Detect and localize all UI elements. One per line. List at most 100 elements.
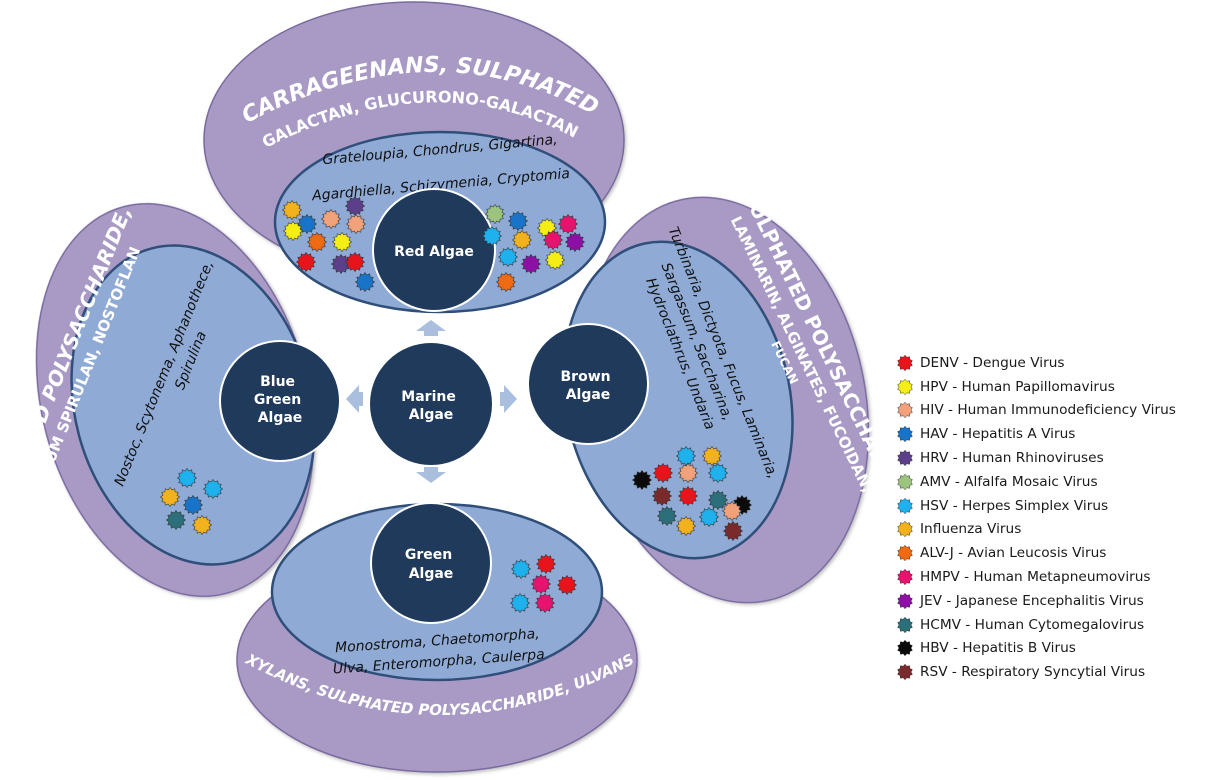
legend-item: HRV - Human Rhinoviruses — [897, 446, 1223, 470]
virus-particle-icon — [656, 505, 678, 527]
virus-particle-icon — [701, 445, 723, 467]
virus-swatch-icon — [897, 640, 913, 657]
brown-algae-virus-cluster — [631, 445, 753, 542]
virus-particle-icon — [535, 553, 557, 575]
virus-swatch-icon — [897, 402, 913, 419]
marine-algae-hub[interactable] — [368, 341, 494, 467]
virus-swatch-icon — [897, 616, 913, 633]
virus-swatch-icon — [897, 473, 913, 490]
brown-algae-title-line-2: Algae — [566, 387, 611, 403]
legend-label: HMPV - Human Metapneumovirus — [920, 569, 1151, 586]
legend-item: ALV-J - Avian Leucosis Virus — [897, 541, 1223, 565]
virus-swatch-icon — [897, 450, 913, 467]
virus-particle-icon — [534, 592, 556, 614]
virus-particle-icon — [509, 592, 531, 614]
brown-algae-group: SULPHATED POLYSACCHARIDE LAMINARIN, ALGI… — [527, 186, 909, 604]
virus-particle-icon — [281, 199, 303, 221]
marine-algae-label-line-1: Marine — [401, 389, 456, 405]
arrow-left-icon — [346, 385, 363, 413]
legend-label: HRV - Human Rhinoviruses — [920, 450, 1104, 467]
virus-particle-icon — [722, 520, 744, 542]
virus-particle-icon — [631, 469, 653, 491]
red-algae-virus-cluster — [281, 195, 586, 293]
legend-label: HSV - Herpes Simplex Virus — [920, 497, 1109, 514]
legend-item: HSV - Herpes Simplex Virus — [897, 494, 1223, 518]
green-algae-hub[interactable] — [370, 502, 492, 624]
legend-label: AMV - Alfalfa Mosaic Virus — [920, 473, 1098, 490]
virus-particle-icon — [497, 246, 519, 268]
virus-particle-icon — [542, 229, 564, 251]
legend-label: ALV-J - Avian Leucosis Virus — [920, 545, 1107, 562]
brown-algae-hub[interactable] — [527, 323, 649, 445]
legend-item: HMPV - Human Metapneumovirus — [897, 565, 1223, 589]
legend-item: HPV - Human Papillomavirus — [897, 375, 1223, 399]
blue-green-title-line-2: Green — [254, 392, 301, 408]
virus-particle-icon — [511, 229, 533, 251]
arrow-up-icon — [416, 320, 446, 336]
legend-item: AMV - Alfalfa Mosaic Virus — [897, 470, 1223, 494]
legend-label: HBV - Hepatitis B Virus — [920, 640, 1076, 657]
virus-particle-icon — [295, 251, 317, 273]
virus-particle-icon — [677, 485, 699, 507]
virus-particle-icon — [652, 462, 674, 484]
red-algae-title: Red Algae — [394, 244, 474, 260]
blue-green-title-line-1: Blue — [260, 374, 295, 390]
svg-text:Marine Algae: Marine Algae — [401, 389, 460, 423]
virus-swatch-icon — [897, 497, 913, 514]
virus-particle-icon — [495, 271, 517, 293]
virus-particle-icon — [556, 574, 578, 596]
blue-green-algae-group: SULPHATED POLYSACCHARIDE, CALCIUM SPIRUL… — [0, 203, 341, 597]
marine-algae-label-line-2: Algae — [409, 407, 454, 423]
virus-particle-icon — [507, 210, 529, 232]
green-algae-group: XYLANS, SULPHATED POLYSACCHARIDE, ULVANS… — [236, 502, 638, 773]
virus-particle-icon — [331, 231, 353, 253]
legend-item: HBV - Hepatitis B Virus — [897, 637, 1223, 661]
legend-item: HAV - Hepatitis A Virus — [897, 422, 1223, 446]
virus-particle-icon — [165, 509, 187, 531]
virus-swatch-icon — [897, 378, 913, 395]
virus-particle-icon — [698, 506, 720, 528]
virus-swatch-icon — [897, 426, 913, 443]
virus-particle-icon — [345, 213, 367, 235]
virus-particle-icon — [544, 249, 566, 271]
virus-particle-icon — [557, 213, 579, 235]
virus-swatch-icon — [897, 545, 913, 562]
virus-swatch-icon — [897, 592, 913, 609]
legend-item: HCMV - Human Cytomegalovirus — [897, 613, 1223, 637]
legend-item: HIV - Human Immunodeficiency Virus — [897, 399, 1223, 423]
virus-particle-icon — [296, 213, 318, 235]
virus-particle-icon — [282, 220, 304, 242]
virus-particle-icon — [675, 515, 697, 537]
red-algae-group: CARRAGEENANS, SULPHATED GALACTAN, GLUCUR… — [203, 1, 625, 314]
legend-label: HAV - Hepatitis A Virus — [920, 426, 1076, 443]
virus-particle-icon — [481, 225, 503, 247]
virus-swatch-icon — [897, 664, 913, 681]
legend-label: DENV - Dengue Virus — [920, 354, 1065, 371]
svg-text:Blue Green Algae: Blue Green Algae — [254, 374, 306, 426]
legend-label: HPV - Human Papillomavirus — [920, 378, 1115, 395]
virus-particle-icon — [202, 478, 224, 500]
virus-particle-icon — [721, 500, 743, 522]
legend-label: RSV - Respiratory Syncytial Virus — [920, 664, 1146, 681]
green-algae-title-line-2: Algae — [409, 566, 454, 582]
arrows — [346, 320, 517, 483]
legend-label: JEV - Japanese Encephalitis Virus — [920, 592, 1144, 609]
virus-swatch-icon — [897, 354, 913, 371]
blue-green-algae-hub[interactable] — [219, 340, 341, 462]
virus-swatch-icon — [897, 521, 913, 538]
virus-swatch-icon — [897, 569, 913, 586]
arrow-down-icon — [416, 467, 446, 483]
virus-particle-icon — [306, 231, 328, 253]
virus-particle-icon — [510, 558, 532, 580]
virus-particle-icon — [677, 462, 699, 484]
virus-particle-icon — [707, 462, 729, 484]
svg-text:Green Algae: Green Algae — [405, 547, 457, 582]
virus-particle-icon — [520, 253, 542, 275]
virus-particle-icon — [344, 251, 366, 273]
red-algae-hub[interactable] — [372, 188, 496, 312]
green-algae-title-line-1: Green — [405, 547, 452, 563]
brown-algae-title-line-1: Brown — [561, 369, 611, 385]
virus-particle-icon — [191, 514, 213, 536]
